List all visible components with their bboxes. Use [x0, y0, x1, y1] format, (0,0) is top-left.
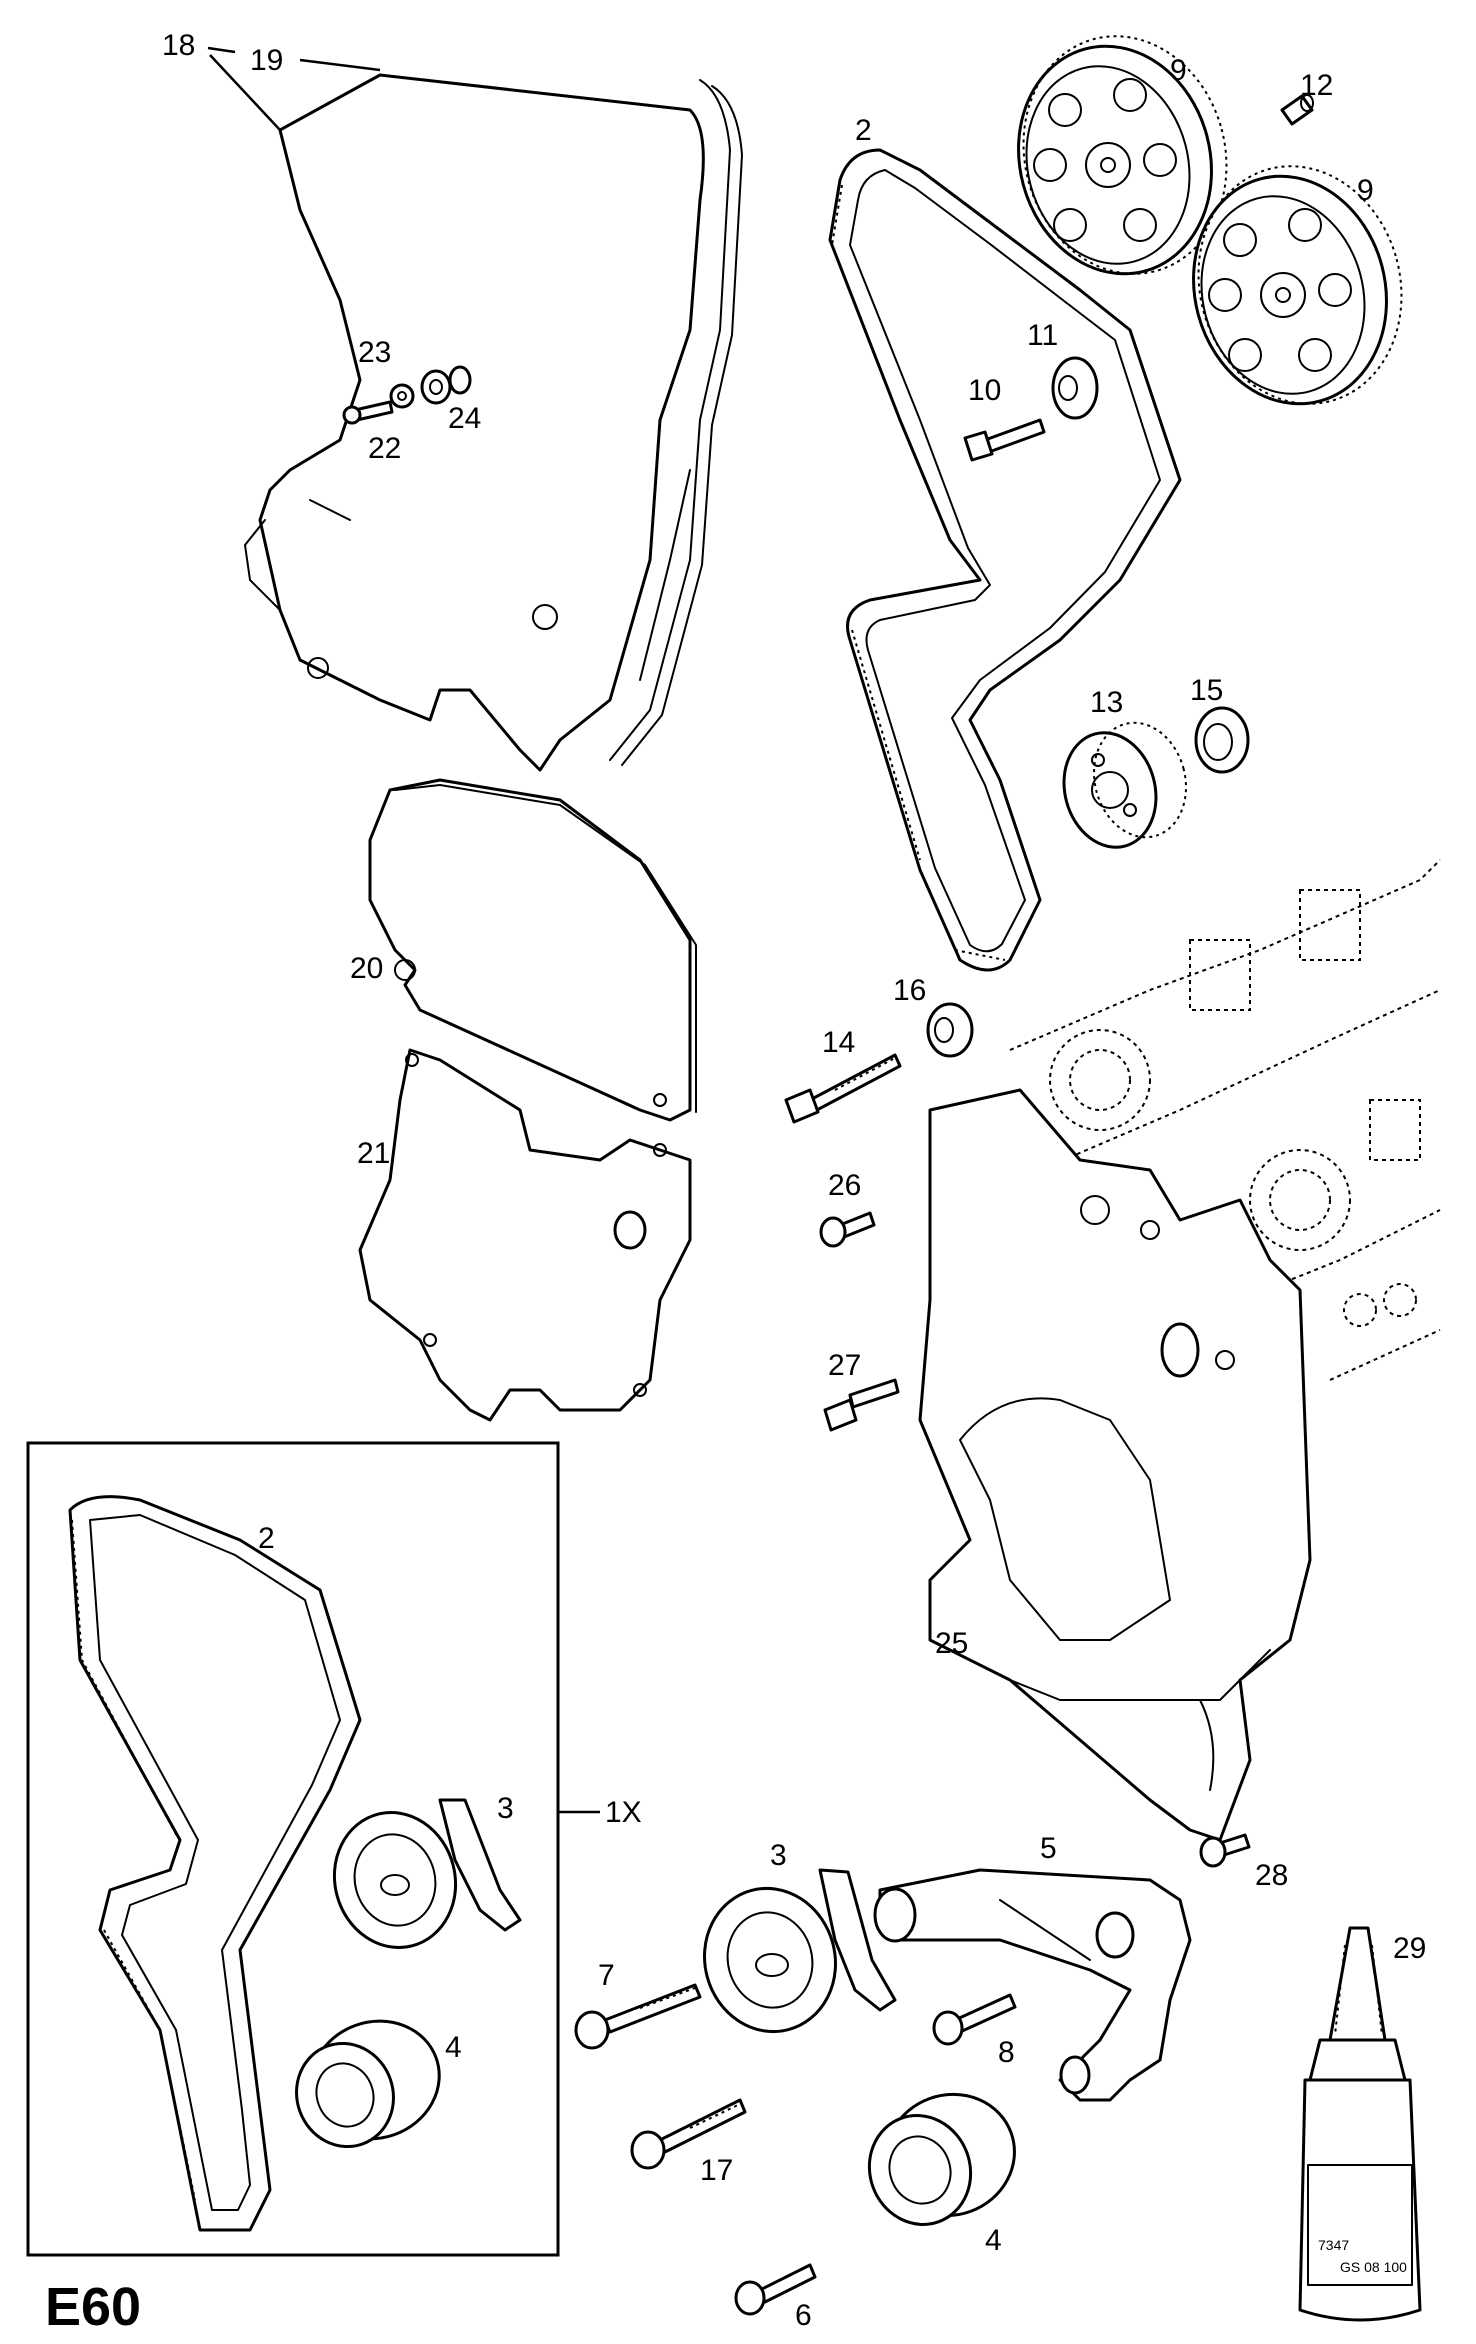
callout-9-b: 9 [1357, 174, 1374, 207]
stud-27 [823, 1378, 900, 1432]
callout-11: 11 [1027, 319, 1058, 352]
callout-22: 22 [368, 432, 401, 465]
callout-21: 21 [357, 1137, 390, 1170]
bottle-label-code: 7347 [1318, 2237, 1349, 2253]
kit-outline [26, 1441, 560, 2257]
callout-23: 23 [358, 336, 391, 369]
idler-bolt [963, 418, 1046, 462]
callout-2-top: 2 [855, 114, 872, 147]
upper-timing-cover [244, 73, 743, 772]
idler-pulley [867, 2092, 1016, 2226]
bolt-7 [574, 1983, 702, 2050]
callout-18: 18 [162, 29, 195, 62]
spacer [926, 1002, 974, 1058]
callout-29: 29 [1393, 1932, 1426, 1965]
kit-label-1x: 1X [605, 1796, 642, 1829]
callout-2-kit: 2 [258, 1522, 275, 1555]
callout-9-a: 9 [1170, 54, 1187, 87]
camshaft-gear-right [1192, 165, 1403, 406]
callout-10: 10 [968, 374, 1001, 407]
callout-17: 17 [700, 2154, 733, 2187]
callout-labels: 18 19 2 9 12 9 23 24 22 11 10 13 15 20 1… [162, 29, 1426, 2332]
callout-20: 20 [350, 952, 383, 985]
leader-lines [207, 46, 381, 131]
bolt-17 [630, 2098, 747, 2170]
callout-16: 16 [893, 974, 926, 1007]
callout-13: 13 [1090, 686, 1123, 719]
backing-plate [358, 1048, 692, 1422]
callout-28: 28 [1255, 1859, 1288, 1892]
engine-cylinder-head [1009, 859, 1441, 1381]
callout-5: 5 [1040, 1832, 1057, 1865]
callout-26: 26 [828, 1169, 861, 1202]
callout-7: 7 [598, 1959, 615, 1992]
timing-belt [828, 148, 1182, 972]
crankshaft-seal [1194, 706, 1250, 774]
callout-6: 6 [795, 2299, 812, 2332]
long-bolt [784, 1053, 902, 1124]
callout-15: 15 [1190, 674, 1223, 707]
cover-bolt-washer-grommet [342, 365, 472, 425]
camshaft-gear-left [1017, 35, 1228, 276]
idler-spacer [1051, 356, 1099, 420]
kit-idler-pulley [295, 2019, 441, 2149]
crankshaft-sprocket [1062, 721, 1187, 849]
callout-3: 3 [770, 1839, 787, 1872]
dowel-pin [1280, 94, 1314, 126]
callout-12: 12 [1300, 69, 1333, 102]
kit-timing-belt [68, 1495, 362, 2232]
rear-timing-cover [918, 1088, 1312, 1842]
callout-4-kit: 4 [445, 2031, 462, 2064]
callout-25: 25 [935, 1627, 968, 1660]
callout-8: 8 [998, 2036, 1015, 2069]
tensioner [703, 1868, 897, 2034]
bolt-6 [734, 2263, 817, 2316]
bottle-label-spec: GS 08 100 [1340, 2259, 1407, 2275]
callout-4: 4 [985, 2224, 1002, 2257]
bolt-28 [1199, 1833, 1251, 1868]
short-bolt-26 [819, 1211, 876, 1248]
callout-3-kit: 3 [497, 1792, 514, 1825]
callout-19: 19 [250, 44, 283, 77]
bolt-8 [932, 1993, 1017, 2046]
tensioner-bracket [873, 1868, 1192, 2102]
callout-27: 27 [828, 1349, 861, 1382]
kit-tensioner [332, 1798, 522, 1949]
threadlock-bottle: 7347 GS 08 100 [1298, 1926, 1422, 2322]
kit-box [26, 1441, 600, 2257]
callout-14: 14 [822, 1026, 855, 1059]
callout-24: 24 [448, 402, 481, 435]
diagram-code: E60 [45, 2277, 141, 2337]
lower-front-cover [368, 778, 697, 1122]
